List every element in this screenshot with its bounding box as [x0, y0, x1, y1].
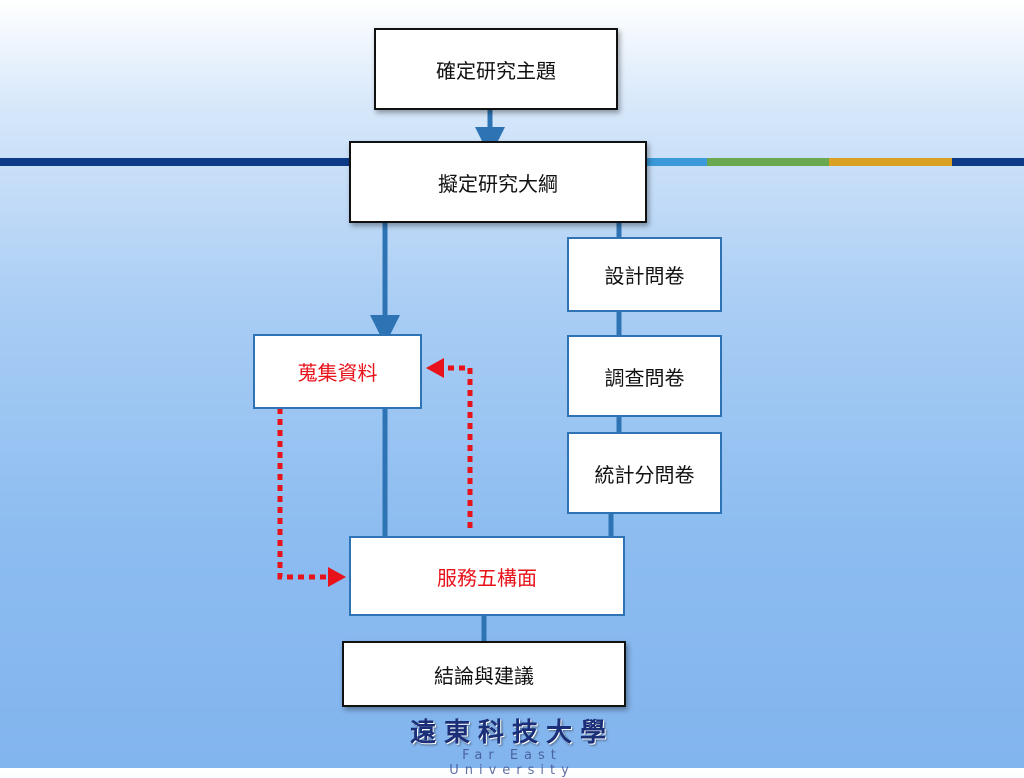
node-design-label: 設計問卷	[604, 264, 685, 288]
node-topic-label: 確定研究主題	[436, 58, 556, 83]
node-outline: 擬定研究大綱	[349, 141, 647, 223]
node-survey-label: 調查問卷	[604, 365, 685, 390]
node-outline-label: 擬定研究大綱	[438, 171, 558, 196]
feedback-five-to-collect	[440, 365, 473, 528]
node-topic: 確定研究主題	[374, 28, 618, 110]
node-conclusion: 結論與建議	[342, 641, 626, 707]
node-collect-label: 蒐集資料	[297, 361, 378, 385]
node-stats-label: 統計分問卷	[594, 462, 695, 487]
node-stats: 統計分問卷	[567, 432, 722, 514]
node-design: 設計問卷	[567, 237, 722, 312]
university-logo: 遠東科技大學 Far East University	[402, 712, 622, 778]
node-collect: 蒐集資料	[253, 334, 422, 409]
logo-english-name: Far East University	[449, 748, 575, 778]
feedback-arrowhead-left	[426, 358, 444, 378]
node-five-label: 服務五構面	[437, 565, 537, 590]
feedback-collect-to-five	[277, 408, 330, 580]
logo-chinese-name: 遠東科技大學	[409, 718, 614, 748]
feedback-arrowhead-right	[328, 567, 346, 587]
node-survey: 調查問卷	[567, 335, 722, 417]
band-segment-gold	[829, 158, 952, 166]
node-five: 服務五構面	[349, 536, 625, 616]
band-segment-blue	[645, 158, 707, 166]
node-conclusion-label: 結論與建議	[434, 663, 534, 688]
band-segment-green	[707, 158, 829, 166]
